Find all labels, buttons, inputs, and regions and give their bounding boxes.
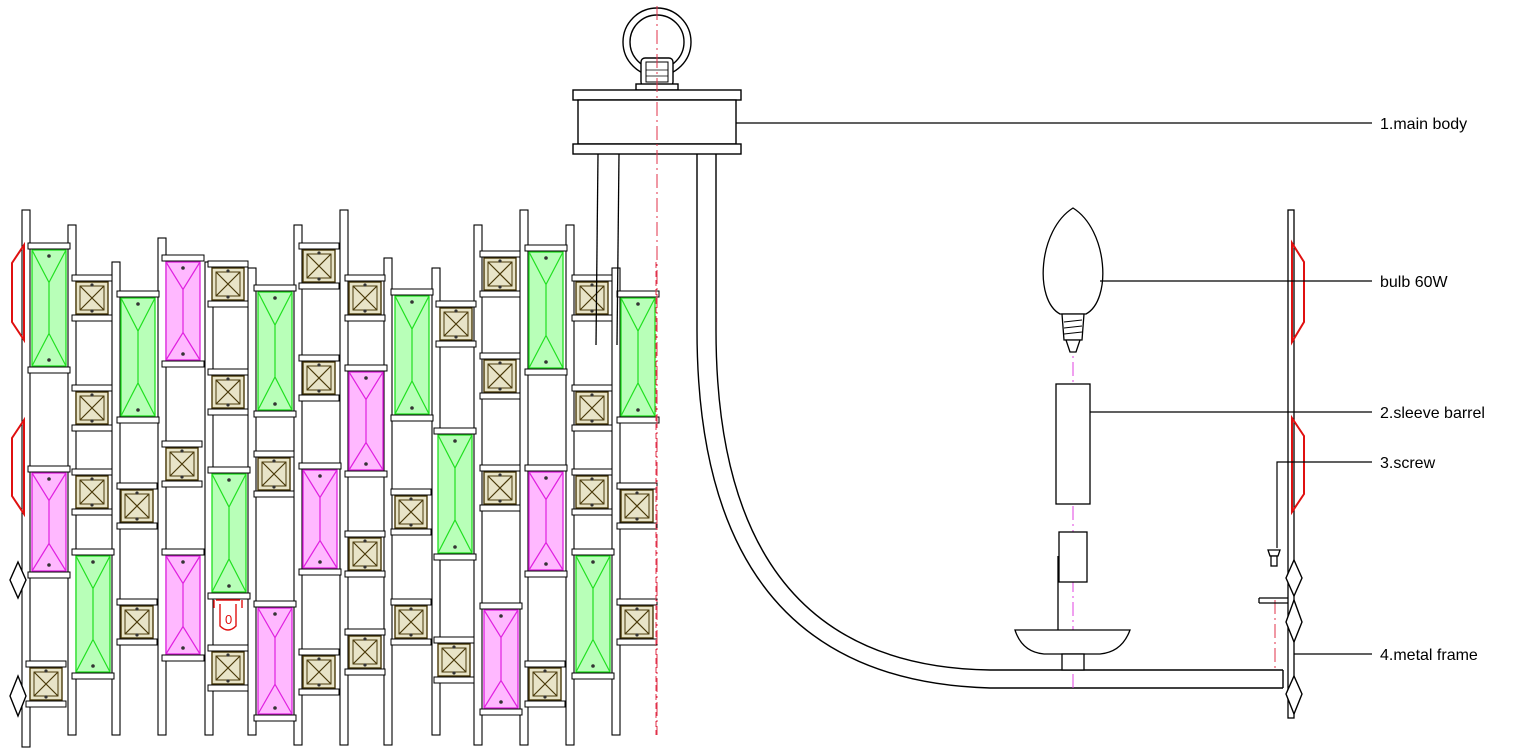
crystal-strand-icon bbox=[575, 475, 609, 509]
crystal-strand-icon bbox=[257, 291, 293, 411]
crystal-strand-icon bbox=[483, 609, 519, 709]
crystal-strand-icon bbox=[528, 251, 564, 369]
crystal-strand-icon bbox=[165, 261, 201, 361]
socket-holder bbox=[1014, 531, 1131, 671]
crystal-strand-icon bbox=[575, 391, 609, 425]
sleeve-barrel bbox=[1055, 383, 1091, 505]
crystal-strand-icon bbox=[211, 651, 245, 685]
crystal-strand-icon bbox=[302, 655, 336, 689]
crystal-strand-icon bbox=[120, 297, 156, 417]
label-screw: 3.screw bbox=[1380, 455, 1436, 472]
strand-pole bbox=[293, 224, 303, 746]
label-bulb: bulb 60W bbox=[1380, 274, 1448, 291]
screw-icon bbox=[1258, 549, 1288, 604]
crystal-strand-icon bbox=[528, 667, 562, 701]
crystal-strand-icon bbox=[620, 489, 654, 523]
crystal-strand-icon bbox=[394, 295, 430, 415]
leader-lines bbox=[736, 122, 1372, 655]
diamond-bead-icon bbox=[9, 560, 27, 600]
crystal-strand-icon bbox=[348, 371, 384, 471]
bulb-icon bbox=[1042, 207, 1104, 353]
label-sleeve-barrel: 2.sleeve barrel bbox=[1380, 405, 1485, 422]
crystal-strand-icon bbox=[257, 457, 291, 491]
crystal-strand-icon bbox=[302, 469, 338, 569]
crystal-strand-icon bbox=[528, 471, 564, 571]
crystal-strand-icon bbox=[31, 472, 67, 572]
strand-pole bbox=[247, 267, 257, 736]
crystal-strand-icon bbox=[302, 361, 336, 395]
strand-pole bbox=[111, 261, 121, 736]
crystal-strand-icon bbox=[575, 281, 609, 315]
support-rods bbox=[595, 153, 620, 346]
strand-pole bbox=[473, 224, 483, 746]
crystal-strand-icon bbox=[620, 297, 656, 417]
crystal-strand-icon bbox=[165, 447, 199, 481]
crystal-strand-icon bbox=[483, 257, 517, 291]
centerlines bbox=[656, 6, 1276, 735]
crystal-strand-icon bbox=[31, 249, 67, 367]
strand-pole bbox=[611, 267, 621, 736]
hook-icon bbox=[213, 599, 243, 631]
label-main-body: 1.main body bbox=[1380, 116, 1467, 133]
strand-pole bbox=[519, 209, 529, 746]
red-bead-icon bbox=[11, 416, 25, 518]
metal-frame-profile bbox=[1285, 209, 1305, 719]
label-metal-frame: 4.metal frame bbox=[1380, 647, 1478, 664]
crystal-curtain: 0 bbox=[9, 209, 660, 748]
crystal-strand-icon bbox=[394, 495, 428, 529]
diamond-bead-icon bbox=[9, 674, 27, 718]
crystal-strand-icon bbox=[439, 307, 473, 341]
crystal-strand-icon bbox=[211, 267, 245, 301]
crystal-strand-icon bbox=[348, 635, 382, 669]
strand-pole bbox=[67, 224, 77, 736]
crystal-strand-icon bbox=[257, 607, 293, 715]
crystal-strand-icon bbox=[437, 643, 471, 677]
crystal-strand-icon bbox=[483, 359, 517, 393]
strand-pole bbox=[21, 209, 31, 748]
crystal-strand-icon bbox=[437, 434, 473, 554]
crystal-strand-icon bbox=[75, 391, 109, 425]
crystal-strand-icon bbox=[75, 555, 111, 673]
crystal-strand-icon bbox=[75, 475, 109, 509]
crystal-strand-icon bbox=[302, 249, 336, 283]
crystal-strand-icon bbox=[394, 605, 428, 639]
crystal-strand-icon bbox=[120, 605, 154, 639]
crystal-strand-icon bbox=[29, 667, 63, 701]
crystal-strand-icon bbox=[165, 555, 201, 655]
strand-pole bbox=[565, 224, 575, 746]
red-bead-icon bbox=[11, 241, 25, 344]
crystal-strand-icon bbox=[211, 375, 245, 409]
crystal-strand-icon bbox=[75, 281, 109, 315]
crystal-strand-icon bbox=[483, 471, 517, 505]
crystal-strand-icon bbox=[120, 489, 154, 523]
strand-pole bbox=[383, 257, 393, 746]
crystal-strand-icon bbox=[211, 473, 247, 593]
crystal-strand-icon bbox=[620, 605, 654, 639]
curved-arm bbox=[696, 154, 1284, 689]
crystal-strand-icon bbox=[348, 537, 382, 571]
hook-mark: 0 bbox=[225, 612, 232, 627]
crystal-strand-icon bbox=[348, 281, 382, 315]
crystal-strand-icon bbox=[575, 555, 611, 673]
